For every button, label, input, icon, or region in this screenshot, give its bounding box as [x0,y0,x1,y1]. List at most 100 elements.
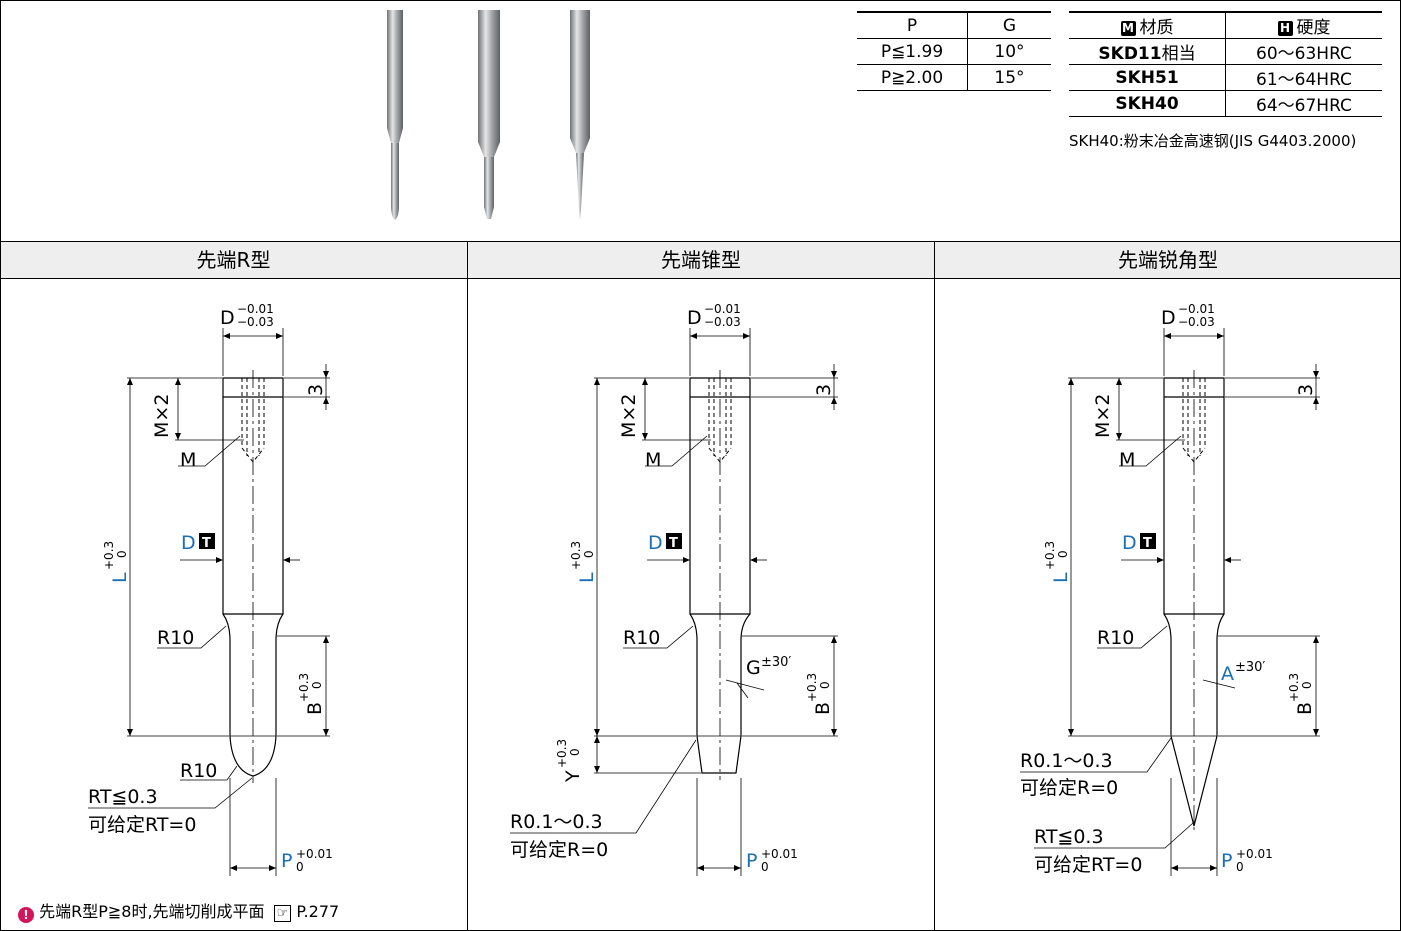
section-title-r-type: 先端R型 [196,248,271,272]
svg-text:−0.01: −0.01 [1178,302,1215,316]
r01-label: R0.1～0.3 [510,811,603,833]
g-value-2: 15° [967,64,1051,91]
svg-text:+0.3: +0.3 [555,739,569,768]
dim-3-label: 3 [305,384,327,396]
pointing-hand-icon: ☞ [273,905,292,922]
dt-label: D [1122,532,1137,554]
svg-text:+0.3: +0.3 [569,541,583,570]
material-row: SKD11相当 [1069,38,1226,65]
p-tolerance-label: P [281,850,292,872]
rt-zero-label: 可给定RT=0 [1034,854,1142,876]
m-label: M [1119,449,1135,471]
m-label: M [180,449,196,471]
r-zero-label: 可给定R=0 [1020,777,1118,799]
svg-text:T: T [202,536,211,551]
dim-3-label: 3 [813,384,835,396]
g-header: G [967,11,1051,39]
drawing-sharp-type: D −0.01 −0.03 M×2 3 M D T L +0.3 0 R10 A… [1020,302,1320,876]
r01-label: R0.1～0.3 [1020,750,1113,772]
p-value-2: P≧2.00 [857,64,968,91]
p-tolerance-label: P [746,850,757,872]
svg-text:+0.01: +0.01 [1236,847,1273,861]
m-label: M [645,449,661,471]
hardness-badge-icon: H [1277,21,1293,36]
svg-text:0: 0 [1056,550,1070,558]
d-tolerance-label: D [687,307,702,329]
l-tolerance-label: L [576,572,598,583]
svg-text:0: 0 [818,681,832,689]
r-zero-label: 可给定R=0 [510,839,608,861]
svg-text:T: T [669,536,678,551]
svg-text:+0.3: +0.3 [297,673,311,702]
hardness-value: 61～64HRC [1225,64,1382,91]
punch-photo-taper-type [478,10,500,219]
r10-label: R10 [157,627,194,649]
a-tolerance-label: A [1221,663,1234,685]
info-icon: ! [18,907,34,923]
r10-label: R10 [623,627,660,649]
svg-text:+0.01: +0.01 [296,847,333,861]
svg-text:−0.01: −0.01 [704,302,741,316]
svg-text:−0.01: −0.01 [237,302,274,316]
svg-text:+0.3: +0.3 [1043,541,1057,570]
dt-badge-icon [199,533,215,549]
rt-zero-label: 可给定RT=0 [88,814,196,836]
svg-text:0: 0 [568,748,582,756]
svg-text:0: 0 [761,860,769,874]
dt-label: D [648,532,663,554]
p-g-table: P G P≦1.99 10° P≧2.00 15° [857,11,1051,91]
material-footnote: SKH40:粉末冶金高速钢(JIS G4403.2000) [1069,132,1357,150]
svg-text:±30′: ±30′ [1235,660,1265,675]
dt-label: D [181,532,196,554]
mx2-label: M×2 [151,394,173,438]
material-row: SKH40 [1069,90,1226,117]
hardness-value: 60～63HRC [1225,38,1382,65]
dt-badge-icon [666,533,682,549]
svg-text:+0.3: +0.3 [1287,673,1301,702]
svg-text:+0.01: +0.01 [761,847,798,861]
mx2-label: M×2 [618,394,640,438]
material-badge-icon: M [1120,21,1136,36]
g-value-1: 10° [967,38,1051,65]
d-tolerance-label: D [220,307,235,329]
svg-text:+0.3: +0.3 [805,673,819,702]
section-header-bar [1,241,1400,279]
bottom-note: ! 先端R型P≧8时,先端切削成平面 ☞ P.277 [18,898,339,923]
svg-text:0: 0 [296,860,304,874]
page-reference-link[interactable]: P.277 [296,902,340,921]
b-tolerance-label: B [1294,702,1316,715]
punch-photo-sharp-type [570,10,590,220]
svg-text:0: 0 [1300,681,1314,689]
hardness-value: 64～67HRC [1225,90,1382,117]
mx2-label: M×2 [1092,394,1114,438]
punch-photo-r-type [387,10,403,220]
section-title-sharp-type: 先端锐角型 [1118,248,1218,272]
l-tolerance-label: L [1050,572,1072,583]
b-tolerance-label: B [304,702,326,715]
bottom-note-text: 先端R型P≧8时,先端切削成平面 [39,902,265,921]
p-tolerance-label: P [1221,850,1232,872]
svg-text:0: 0 [115,550,129,558]
svg-text:−0.03: −0.03 [704,315,741,329]
svg-text:0: 0 [582,550,596,558]
section-divider [934,241,935,931]
dt-badge-icon [1140,533,1156,549]
svg-text:T: T [1143,536,1152,551]
drawing-taper-type: D −0.01 −0.03 M×2 3 M D T L +0.3 0 R10 G… [510,302,838,876]
svg-text:0: 0 [1236,860,1244,874]
drawing-r-type: D −0.01 −0.03 M×2 3 M D T L +0.3 0 R10 B… [88,302,333,876]
svg-text:±30′: ±30′ [761,655,791,670]
svg-text:0: 0 [310,681,324,689]
p-value-1: P≦1.99 [857,38,968,65]
section-title-taper-type: 先端锥型 [661,248,741,272]
rt-label: RT≦0.3 [88,786,158,808]
section-divider [467,241,468,931]
svg-text:−0.03: −0.03 [1178,315,1215,329]
dim-3-label: 3 [1295,384,1317,396]
svg-text:−0.03: −0.03 [237,315,274,329]
p-header: P [857,11,968,39]
y-tolerance-label: Y [562,770,584,783]
d-tolerance-label: D [1161,307,1176,329]
